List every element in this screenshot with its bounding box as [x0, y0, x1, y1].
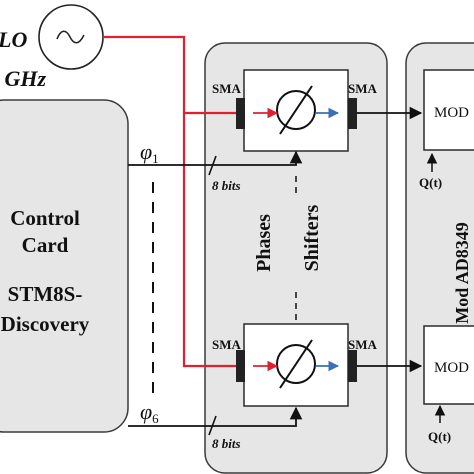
control-card: Control Card STM8S- Discovery [0, 99, 129, 433]
control-card-line2: Card [22, 233, 69, 257]
control-bus-1-line [128, 150, 303, 166]
sine-wave-icon [56, 30, 85, 44]
modulator-6-label: MOD [434, 360, 469, 376]
phi-1-subscript: 1 [152, 151, 159, 166]
phase-shift-diagonal [279, 339, 313, 389]
phase-shift-diagonal [279, 85, 313, 135]
bus-width-tick-6 [208, 415, 217, 436]
sma-label-1-out: SMA [348, 81, 378, 96]
control-bus-1: φ1 8 bits [128, 139, 303, 193]
control-card-line4: Discovery [1, 312, 90, 336]
phi-6-label: φ [140, 399, 152, 424]
shifters-label: Shifters [301, 204, 323, 271]
phase-shifter-6: SMA SMA [212, 323, 378, 407]
lo-distribution-line [103, 35, 236, 115]
control-bus-6-line [128, 406, 303, 427]
sma-connector-6-out [348, 350, 357, 382]
oscillator-source-icon [38, 4, 104, 70]
phase-shifter-group: Phases Shifters SMA SMA SMA SMA [204, 42, 388, 474]
modulator-group-label: Mod AD8349 [452, 222, 472, 324]
lo-label: LO [0, 27, 27, 52]
control-card-line1: Control [10, 206, 80, 230]
phi-6-subscript: 6 [152, 411, 159, 426]
sma-connector-1-in [236, 98, 245, 129]
modulator-6-box [423, 325, 474, 405]
sma-connector-1-out [348, 98, 357, 129]
modulator-group: Mod AD8349 MOD Q(t) MOD Q(t) [405, 42, 474, 474]
q-label-6: Q(t) [428, 429, 451, 444]
sma-connector-6-in [236, 350, 245, 382]
bus-width-label-1: 8 bits [212, 178, 241, 193]
lo-frequency: 5 GHz [0, 66, 47, 91]
bus-width-tick-1 [208, 155, 217, 176]
sma-label-6-in: SMA [212, 337, 242, 352]
phi-6-symbol: φ6 [140, 399, 159, 426]
local-oscillator: LO 5 GHz [0, 4, 104, 91]
modulator-1-label: MOD [434, 105, 469, 121]
phi-1-symbol: φ1 [140, 139, 159, 166]
control-card-line3: STM8S- [8, 282, 83, 306]
modulator-1-box [423, 69, 474, 151]
lo-distribution-line-lower [182, 113, 236, 368]
control-bus-6: φ6 8 bits [128, 399, 303, 451]
control-card-box [0, 99, 129, 433]
bus-width-label-6: 8 bits [212, 436, 241, 451]
sma-label-6-out: SMA [348, 337, 378, 352]
sma-label-1-in: SMA [212, 81, 242, 96]
phases-label: Phases [253, 214, 275, 272]
q-label-1: Q(t) [419, 175, 442, 190]
phi-1-label: φ [140, 139, 152, 164]
